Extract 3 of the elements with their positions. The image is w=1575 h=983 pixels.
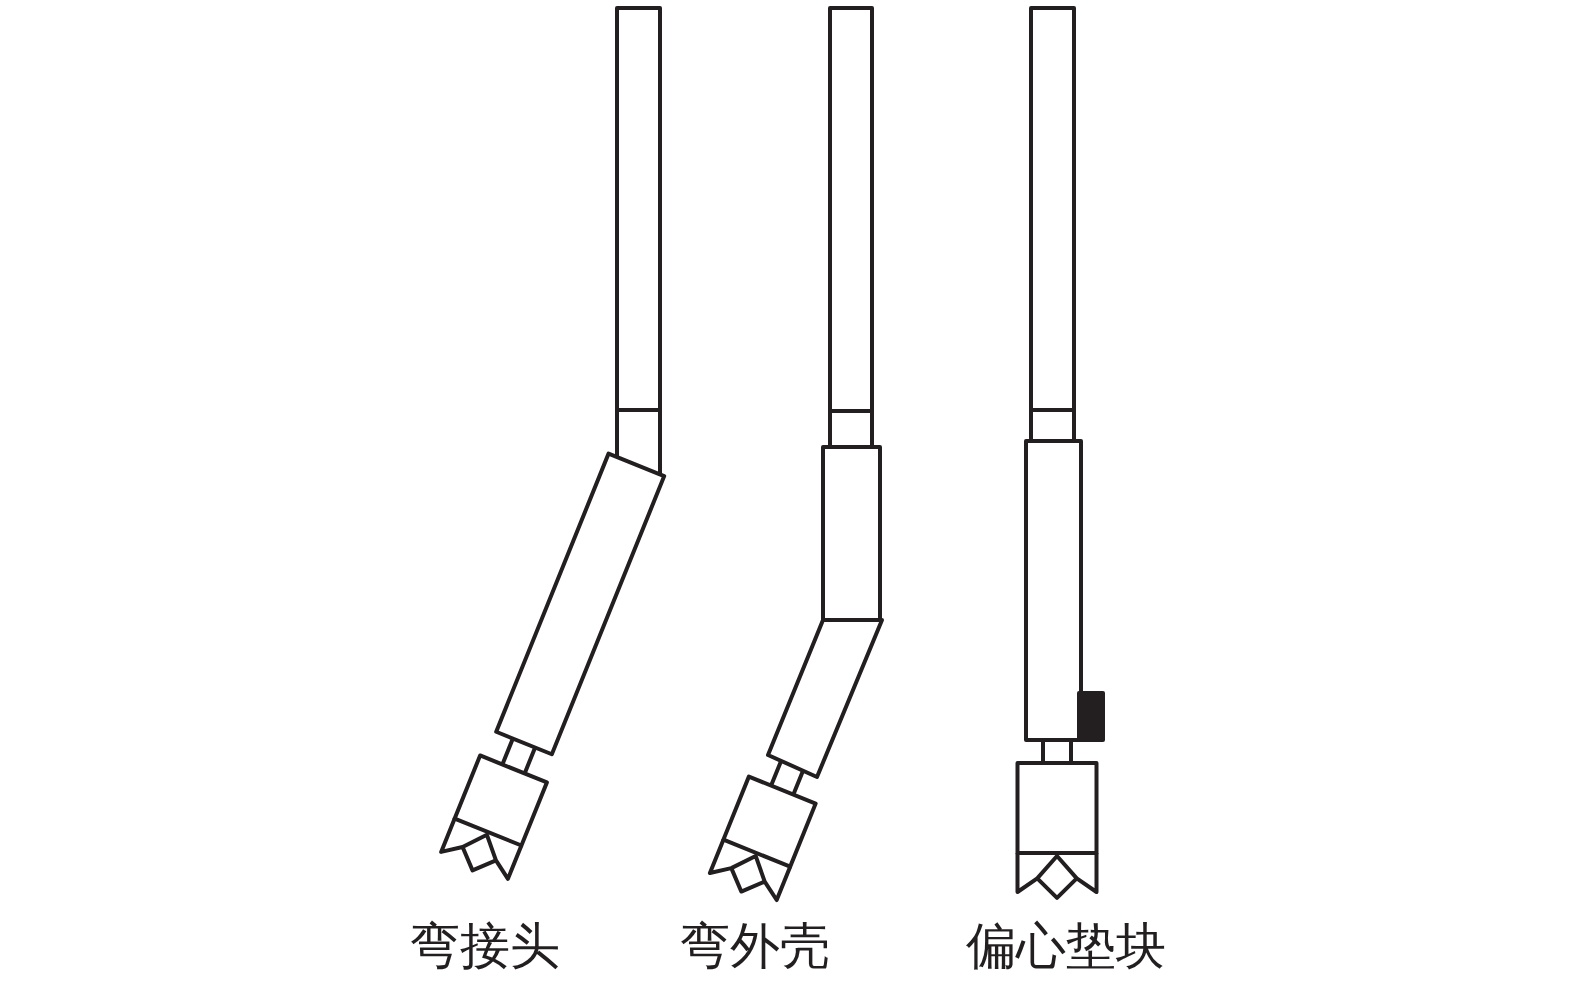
caption-label: 偏心垫块 <box>966 918 1166 974</box>
caption-label: 弯外壳 <box>680 918 830 974</box>
caption-label: 弯接头 <box>410 918 560 974</box>
